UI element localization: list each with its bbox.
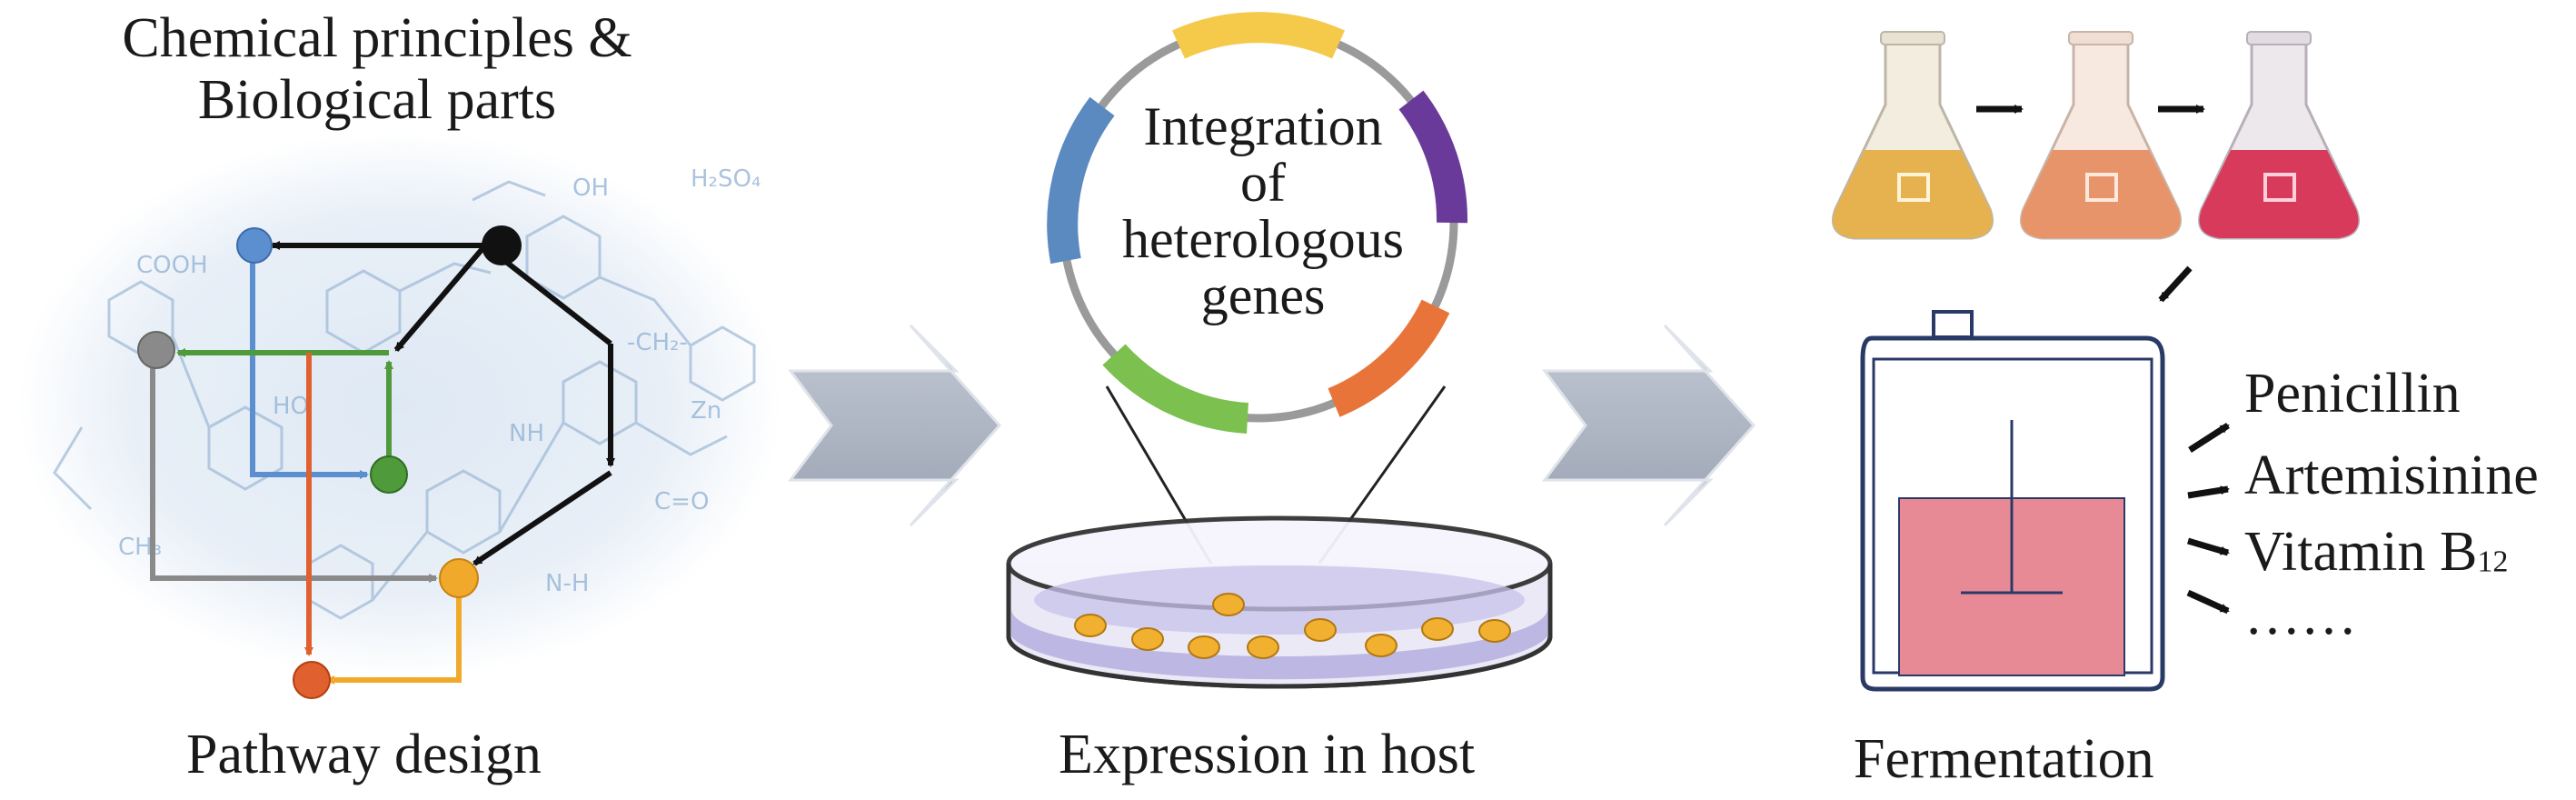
node-red — [293, 661, 331, 699]
pathway-top-label-line1: Chemical principles & — [122, 7, 632, 69]
product-penicillin: Penicillin — [2244, 363, 2461, 425]
colony — [1247, 635, 1279, 659]
product-vitamin-b12-name: Vitamin B — [2244, 521, 2478, 583]
flask-3 — [2198, 31, 2360, 240]
svg-text:H₂SO₄: H₂SO₄ — [691, 165, 761, 193]
svg-text:C=O: C=O — [654, 488, 709, 515]
colony — [1421, 617, 1454, 641]
edge-orange-to-red — [325, 595, 462, 685]
fermentation-panel — [1832, 31, 2360, 692]
node-green — [370, 455, 408, 494]
product-artemisinine: Artemisinine — [2244, 445, 2539, 506]
product-more-ellipsis: …… — [2244, 585, 2357, 646]
expression-in-host-label: Expression in host — [1059, 724, 1476, 785]
product-arrow-4 — [2186, 589, 2230, 615]
pathway-edges — [150, 241, 615, 685]
expression-panel — [1006, 12, 1553, 689]
flask-2 — [2020, 31, 2182, 240]
fermentation-label: Fermentation — [1854, 728, 2154, 790]
flask-1 — [1832, 31, 1994, 240]
colony — [1188, 635, 1220, 659]
chemical-structure-sketches — [53, 180, 756, 620]
edge-black-to-green-junction — [393, 244, 488, 352]
bacterial-colonies — [1074, 593, 1511, 659]
product-vitamin-b12-subscript: 12 — [2477, 545, 2509, 579]
gene-segment-green — [1102, 344, 1249, 434]
gene-segment-blue — [1047, 96, 1115, 265]
plasmid-gene-segments — [1047, 12, 1468, 434]
svg-text:-CH₂-: -CH₂- — [627, 329, 688, 356]
edge-gray-to-orange — [150, 353, 438, 583]
pathway-panel: H₂SO₄ OH -CH₂- COOH NH HO C=O CH₃ N-H Zn — [18, 132, 781, 699]
colony — [1478, 619, 1511, 643]
process-arrow-2 — [1542, 324, 1756, 527]
plasmid-caption: Integration of heterologous genes — [1081, 98, 1445, 324]
process-arrow-1 — [788, 324, 1002, 527]
colony — [1074, 614, 1107, 637]
product-vitamin-b12: Vitamin B12 — [2244, 520, 2508, 595]
product-arrow-3 — [2187, 537, 2230, 556]
svg-text:HO: HO — [273, 393, 309, 420]
edge-blue-to-green — [250, 245, 369, 479]
product-arrow-2 — [2187, 485, 2230, 499]
plasmid-caption-line2: of — [1240, 153, 1286, 213]
pathway-design-label: Pathway design — [186, 724, 542, 785]
plasmid-caption-line3: heterologous — [1122, 209, 1404, 269]
gene-segment-purple — [1398, 90, 1468, 224]
fermenter — [1860, 310, 2165, 692]
petri-dish — [1006, 515, 1553, 689]
chemistry-background-cloud — [18, 132, 781, 677]
node-gray — [137, 331, 175, 369]
plasmid-caption-line1: Integration — [1143, 96, 1383, 156]
pathway-top-label: Chemical principles & Biological parts — [82, 7, 672, 131]
gene-segment-orange — [1328, 299, 1450, 417]
arrow-flask3-to-fermenter — [2158, 265, 2193, 303]
svg-text:N-H: N-H — [545, 570, 589, 597]
colony — [1131, 627, 1164, 651]
pathway-top-label-line2: Biological parts — [197, 69, 557, 131]
gene-segment-yellow — [1172, 12, 1345, 59]
svg-text:NH: NH — [509, 420, 544, 447]
flask-transfer-arrows — [1976, 105, 2205, 303]
colony — [1304, 618, 1337, 642]
svg-text:OH: OH — [572, 175, 609, 202]
colony — [1365, 634, 1397, 657]
node-blue — [236, 227, 273, 264]
product-arrows — [2186, 423, 2230, 615]
svg-text:Zn: Zn — [691, 397, 721, 425]
node-black — [482, 225, 522, 265]
plasmid-caption-line4: genes — [1200, 265, 1326, 325]
product-arrow-1 — [2188, 423, 2230, 453]
svg-text:COOH: COOH — [136, 252, 208, 279]
node-orange — [439, 558, 479, 598]
fermenter-port — [1932, 310, 1974, 339]
edge-right-to-orange — [472, 470, 612, 566]
colony — [1212, 593, 1245, 616]
